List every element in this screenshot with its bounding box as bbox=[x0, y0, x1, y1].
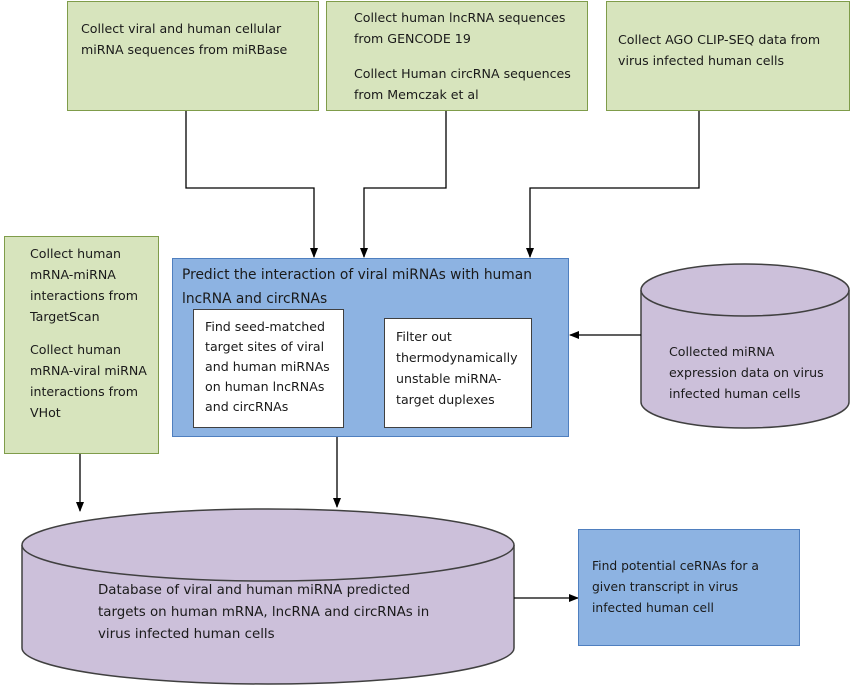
database-label: Database of viral and human miRNA predic… bbox=[98, 580, 429, 646]
arrow-lncrna-to-predict bbox=[360, 111, 447, 258]
vhot-line-3: interactions from bbox=[30, 384, 138, 399]
predict-title-line-2: lncRNA and circRNAs bbox=[182, 291, 328, 307]
cerna-box: Find potential ceRNAs for a given transc… bbox=[578, 529, 800, 646]
database-cylinder bbox=[21, 508, 515, 685]
expression-label: Collected miRNA expression data on virus… bbox=[669, 341, 824, 404]
expression-cylinder bbox=[640, 263, 850, 429]
ago-clipseq-box: Collect AGO CLIP-SEQ data from virus inf… bbox=[606, 1, 850, 111]
targetscan-line-3: interactions from bbox=[30, 288, 138, 303]
vhot-line-1: Collect human bbox=[30, 342, 122, 357]
expression-line-1: Collected miRNA bbox=[669, 344, 775, 359]
lncrna-circrna-box: Collect human lncRNA sequences from GENC… bbox=[326, 1, 588, 111]
mirbase-line-1: Collect viral and human cellular bbox=[81, 21, 282, 36]
seed-line-5: and circRNAs bbox=[205, 399, 289, 414]
filter-duplex-box: Filter out thermodynamically unstable mi… bbox=[384, 318, 532, 428]
vhot-line-4: VHot bbox=[30, 405, 61, 420]
vhot-line-2: mRNA-viral miRNA bbox=[30, 363, 147, 378]
mirbase-line-2: miRNA sequences from miRBase bbox=[81, 42, 288, 57]
expression-line-2: expression data on virus bbox=[669, 365, 824, 380]
seed-match-box: Find seed-matched target sites of viral … bbox=[193, 309, 344, 428]
cerna-line-2: given transcript in virus bbox=[592, 580, 739, 594]
arrow-mirbase-to-predict bbox=[185, 111, 318, 258]
predict-title-line-1: Predict the interaction of viral miRNAs … bbox=[182, 267, 532, 283]
targetscan-line-1: Collect human bbox=[30, 246, 122, 261]
ago-line-2: virus infected human cells bbox=[618, 53, 785, 68]
cerna-line-1: Find potential ceRNAs for a bbox=[592, 559, 759, 573]
database-line-2: targets on human mRNA, lncRNA and circRN… bbox=[98, 605, 430, 620]
ago-line-1: Collect AGO CLIP-SEQ data from bbox=[618, 32, 821, 47]
lncrna-line-1: Collect human lncRNA sequences bbox=[354, 10, 566, 25]
filter-line-3: unstable miRNA- bbox=[396, 371, 502, 386]
arrow-ago-to-predict bbox=[526, 111, 700, 258]
filter-line-2: thermodynamically bbox=[396, 350, 518, 365]
targetscan-line-4: TargetScan bbox=[30, 309, 100, 324]
cerna-line-3: infected human cell bbox=[592, 601, 714, 615]
seed-line-2: target sites of viral bbox=[205, 339, 325, 354]
circrna-line-2: from Memczak et al bbox=[354, 87, 479, 102]
targetscan-line-2: mRNA-miRNA bbox=[30, 267, 116, 282]
database-line-3: virus infected human cells bbox=[98, 627, 275, 642]
mirbase-box: Collect viral and human cellular miRNA s… bbox=[67, 1, 319, 111]
seed-line-3: and human miRNAs bbox=[205, 359, 330, 374]
targetscan-vhot-box: Collect human mRNA-miRNA interactions fr… bbox=[4, 236, 159, 454]
seed-line-4: on human lncRNAs bbox=[205, 379, 325, 394]
database-line-1: Database of viral and human miRNA predic… bbox=[98, 583, 411, 598]
circrna-line-1: Collect Human circRNA sequences bbox=[354, 66, 571, 81]
lncrna-line-2: from GENCODE 19 bbox=[354, 31, 471, 46]
filter-line-4: target duplexes bbox=[396, 392, 495, 407]
seed-line-1: Find seed-matched bbox=[205, 319, 325, 334]
filter-line-1: Filter out bbox=[396, 329, 452, 344]
expression-line-3: infected human cells bbox=[669, 386, 801, 401]
